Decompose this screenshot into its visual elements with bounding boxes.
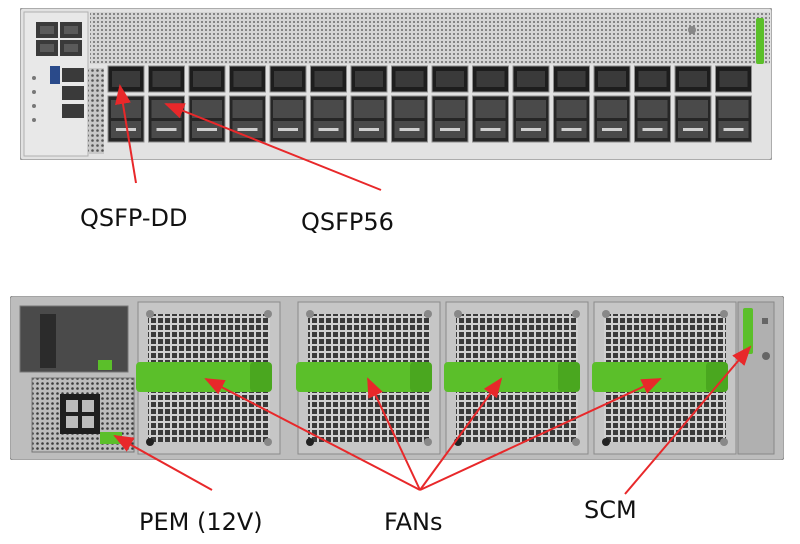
label-qsfp56: QSFP56 bbox=[301, 208, 394, 236]
label-scm: SCM bbox=[584, 496, 637, 524]
label-pem: PEM (12V) bbox=[139, 508, 263, 536]
front-latch bbox=[756, 18, 764, 64]
front-panel bbox=[20, 8, 772, 160]
arrow-fan-2 bbox=[367, 377, 421, 491]
fan-latch bbox=[444, 362, 578, 392]
label-qsfp-dd: QSFP-DD bbox=[80, 204, 188, 232]
arrow-qsfp-dd bbox=[115, 84, 137, 184]
pem-latch-top bbox=[98, 360, 112, 370]
arrow-fan-1 bbox=[204, 378, 421, 491]
mgmt-vent bbox=[88, 68, 104, 154]
fan-latch bbox=[592, 362, 726, 392]
fan-latch bbox=[296, 362, 430, 392]
front-screw bbox=[688, 26, 696, 34]
label-fans: FANs bbox=[384, 508, 443, 536]
scm-latch bbox=[743, 308, 753, 354]
mgmt-ports bbox=[32, 66, 84, 122]
arrow-pem bbox=[113, 435, 213, 491]
port-cages bbox=[107, 65, 752, 143]
scm-module bbox=[737, 301, 775, 455]
front-panel-graphic bbox=[20, 8, 772, 160]
rj45-ports bbox=[36, 22, 82, 56]
arrow-fan-4 bbox=[419, 378, 662, 491]
arrow-fan-3 bbox=[419, 377, 503, 491]
arrow-qsfp56 bbox=[164, 103, 382, 191]
arrow-scm bbox=[624, 345, 752, 495]
fan-latch bbox=[136, 362, 270, 392]
front-top-vent bbox=[90, 12, 770, 64]
